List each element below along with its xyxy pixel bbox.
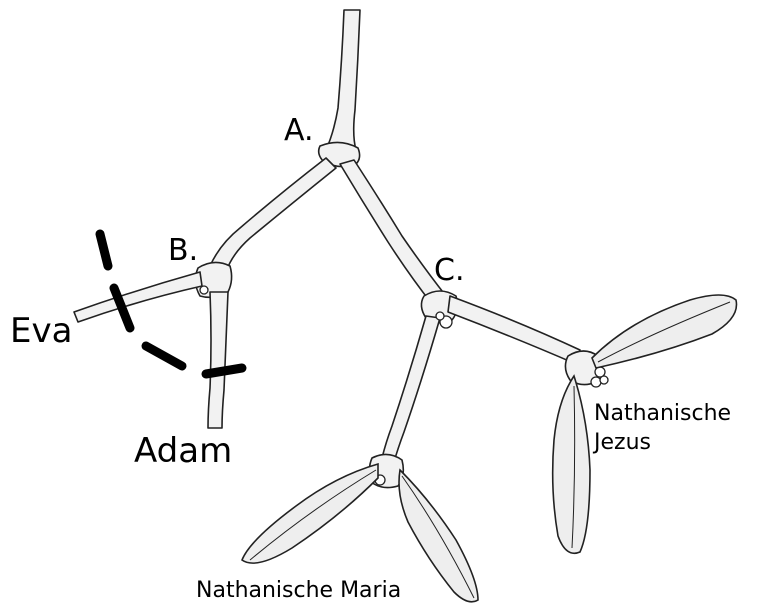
label-node-b: B. (168, 233, 198, 268)
label-node-a: A. (284, 113, 314, 148)
label-maria: Nathanische Maria (196, 578, 401, 603)
label-jezus-line2: Jezus (592, 430, 651, 455)
leaves (242, 295, 737, 602)
dash-4 (206, 368, 242, 374)
leaf-jezus-lower (553, 376, 590, 553)
leaf-jezus-upper (592, 295, 737, 368)
label-node-c: C. (434, 253, 464, 288)
stem-c-to-jezus (448, 296, 580, 364)
buds (200, 286, 608, 485)
stem-a-to-b (210, 158, 336, 272)
label-jezus-line1: Nathanische (594, 401, 731, 426)
label-adam: Adam (134, 431, 232, 471)
stem-c-to-maria (382, 316, 440, 462)
bud-c-2 (436, 312, 444, 320)
dash-3 (146, 346, 182, 366)
stem-eva (74, 272, 202, 322)
stems (74, 10, 601, 488)
bud-b (200, 286, 208, 294)
stem-top (326, 10, 360, 150)
bud-jezus-3 (600, 376, 608, 384)
stem-adam (208, 292, 228, 428)
label-eva: Eva (10, 311, 72, 351)
bud-jezus-2 (591, 377, 601, 387)
dash-1 (100, 234, 108, 266)
stem-a-to-c (340, 160, 446, 304)
